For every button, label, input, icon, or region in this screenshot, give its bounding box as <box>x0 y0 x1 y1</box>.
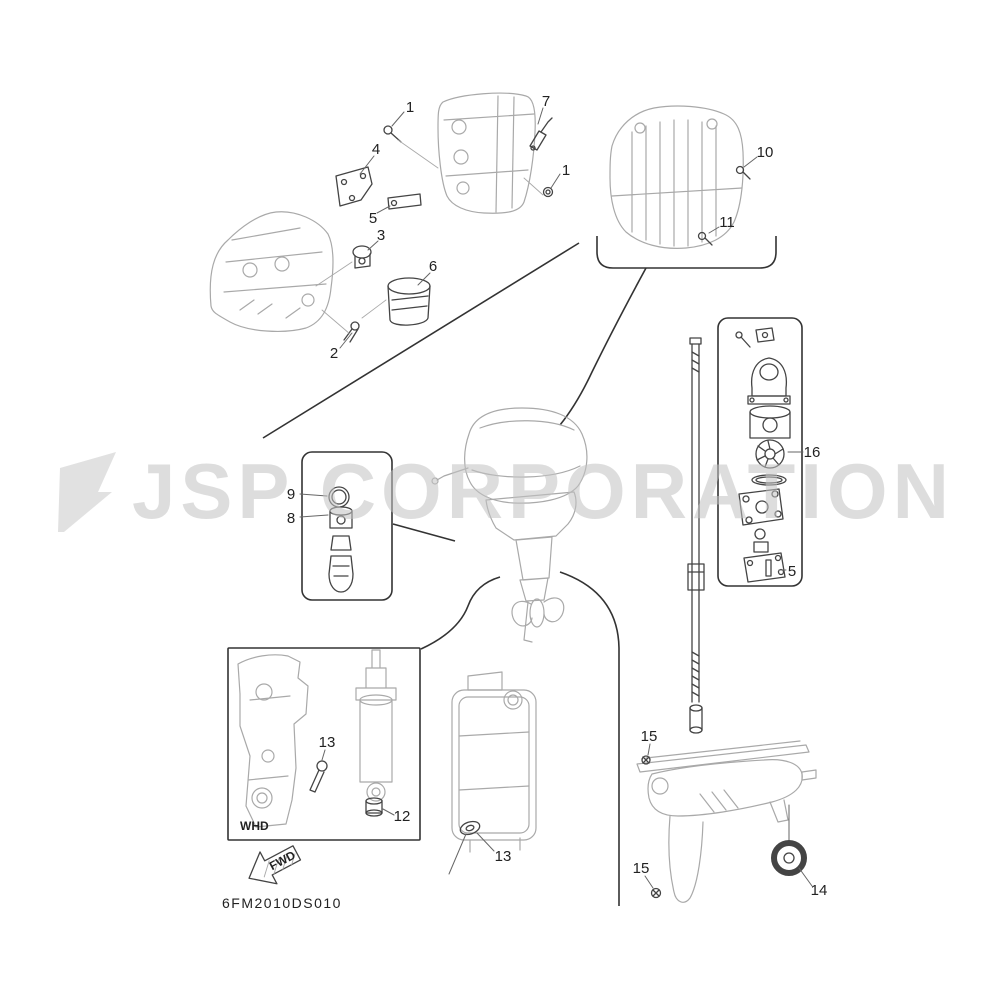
watermark: JSP CORPORATION <box>58 447 954 535</box>
seal-part-14 <box>771 804 807 876</box>
oil-filter-part-6 <box>361 277 431 326</box>
callout-5b: 5 <box>788 563 796 580</box>
callout-13-bracket: 13 <box>319 734 336 751</box>
gasket-part-4 <box>335 166 373 207</box>
callout-5: 5 <box>369 210 377 227</box>
callout-12: 12 <box>394 808 411 825</box>
screw-part-15-bottom <box>650 887 662 899</box>
cylinder-head-drawing <box>437 92 536 214</box>
pump-gasket-plate-part <box>738 488 784 526</box>
washer-part-13-tank <box>448 820 495 875</box>
bolt-part-2 <box>321 309 360 343</box>
outboard-motor-drawing <box>431 407 588 643</box>
callout-10: 10 <box>757 144 774 161</box>
callout-14: 14 <box>811 882 828 899</box>
watermark-logo-icon <box>58 452 116 532</box>
fwd-arrow: FWD <box>248 845 302 885</box>
bracket-trim-box: WHD <box>227 647 421 841</box>
cap-part-12 <box>365 797 383 817</box>
callout-3: 3 <box>377 227 385 244</box>
callout-numbers: 1 7 1 4 5 3 6 2 10 11 9 8 16 5 15 15 14 … <box>287 93 828 899</box>
screw-part-10 <box>735 165 751 180</box>
water-pump-kit-box <box>717 317 803 587</box>
pump-collar-part <box>753 528 769 553</box>
callout-11: 11 <box>719 214 735 231</box>
callout-leader-lines <box>299 107 813 889</box>
thermostat-part-3 <box>315 245 372 287</box>
thermostat-kit-box <box>301 451 393 601</box>
lower-gasket-part-5b <box>743 552 786 583</box>
pump-housing-part <box>747 357 791 405</box>
anode-part-5 <box>387 193 422 210</box>
fuel-tank-drawing <box>451 671 537 853</box>
group-connector-lines <box>262 236 777 906</box>
callout-13-tank: 13 <box>495 848 512 865</box>
callout-1-top: 1 <box>406 99 414 116</box>
clamp-bracket-drawing <box>237 654 309 828</box>
callout-16: 16 <box>804 444 821 461</box>
lower-unit-drawing <box>636 740 817 903</box>
callout-7: 7 <box>542 93 550 110</box>
trim-cylinder-drawing <box>355 649 397 802</box>
watermark-text: JSP CORPORATION <box>132 447 954 535</box>
callout-6: 6 <box>429 258 437 275</box>
spark-plug-part-7 <box>529 117 553 151</box>
callout-8: 8 <box>287 510 295 527</box>
callout-15-top: 15 <box>641 728 658 745</box>
callout-4: 4 <box>372 141 380 158</box>
nut-part-1-right <box>523 177 554 198</box>
whd-label: WHD <box>240 819 269 833</box>
callout-1-right: 1 <box>562 162 570 179</box>
fitting-part-8 <box>328 506 354 593</box>
pump-oring-part <box>751 474 787 486</box>
diagram-code: 6FM2010DS010 <box>222 895 342 911</box>
pump-cup-part <box>749 405 791 439</box>
screw-part-13-bracket <box>309 760 328 793</box>
engine-right-drawing <box>609 105 744 249</box>
bolt-part-1-top <box>383 125 439 169</box>
callout-9: 9 <box>287 486 295 503</box>
pump-bolt-part <box>735 327 775 348</box>
impeller-part-16 <box>755 439 785 469</box>
screw-part-15-top <box>641 755 651 765</box>
driveshaft-drawing <box>687 337 705 734</box>
callout-15-bottom: 15 <box>633 860 650 877</box>
callout-2: 2 <box>330 345 338 362</box>
engine-block-left-drawing <box>209 211 334 332</box>
screw-part-11 <box>697 231 713 246</box>
